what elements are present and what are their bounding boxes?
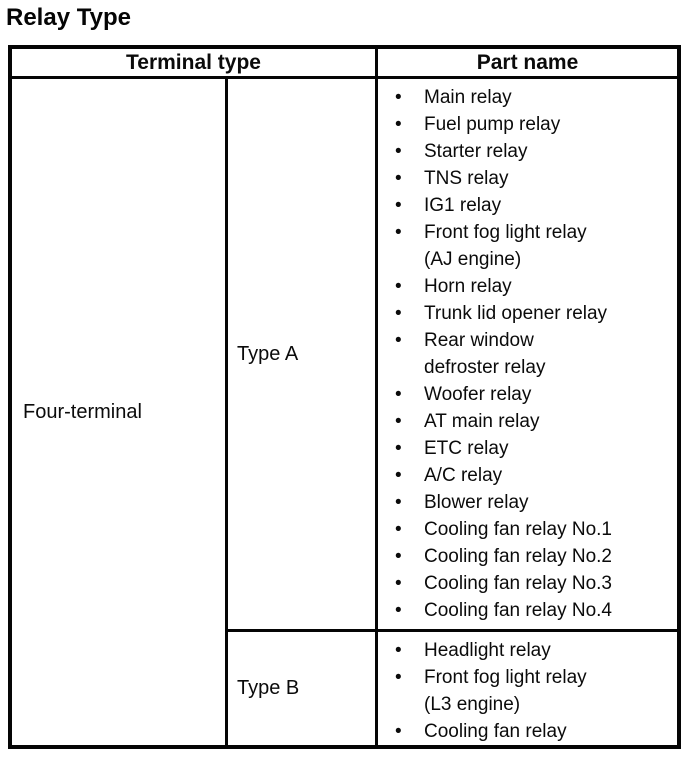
bullet-icon: • — [395, 492, 402, 513]
cell-type-a-label: Type A — [228, 79, 378, 629]
bullet-icon: • — [395, 87, 402, 108]
bullet-icon: • — [395, 384, 402, 405]
part-list-item: • Fuel pump relay — [395, 111, 673, 138]
bullet-icon: • — [395, 303, 402, 324]
part-list-item: • Front fog light relay (L3 engine) — [395, 664, 673, 718]
part-name-text: AT main relay — [424, 411, 540, 432]
bullet-icon: • — [395, 330, 402, 351]
part-name-text: Cooling fan relay No.4 — [424, 600, 612, 621]
column-header-part-name: Part name — [476, 50, 579, 74]
part-list-item: • Headlight relay — [395, 637, 673, 664]
part-list-item: • ETC relay — [395, 435, 673, 462]
bullet-icon: • — [395, 411, 402, 432]
part-name-text: Rear window defroster relay — [424, 330, 546, 378]
part-name-text: Blower relay — [424, 492, 529, 513]
part-list-item: • Horn relay — [395, 273, 673, 300]
column-header-terminal-type: Terminal type — [12, 49, 378, 76]
part-list-item: • IG1 relay — [395, 192, 673, 219]
part-name-text: Trunk lid opener relay — [424, 303, 608, 324]
bullet-icon: • — [395, 721, 402, 742]
part-name-text: Cooling fan relay — [424, 721, 567, 742]
cell-terminal-group-four-terminal: Four-terminal — [12, 79, 228, 745]
bullet-icon: • — [395, 640, 402, 661]
part-list-item: • Rear window defroster relay — [395, 327, 673, 381]
cell-parts-type-a: • Main relay • Fuel pump relay • Starter rela… — [378, 79, 677, 629]
part-list-item: • Cooling fan relay No.1 — [395, 516, 673, 543]
part-name-text: A/C relay — [424, 465, 503, 486]
bullet-icon: • — [395, 465, 402, 486]
bullet-icon: • — [395, 141, 402, 162]
part-name-text: Woofer relay — [424, 384, 532, 405]
part-list-item: • AT main relay — [395, 408, 673, 435]
part-list-item: • Cooling fan relay No.3 — [395, 570, 673, 597]
bullet-icon: • — [395, 546, 402, 567]
part-list-item: • Blower relay — [395, 489, 673, 516]
part-list-item: • Cooling fan relay — [395, 718, 673, 745]
bullet-icon: • — [395, 276, 402, 297]
part-name-text: TNS relay — [424, 168, 509, 189]
part-list-item: • Cooling fan relay No.2 — [395, 543, 673, 570]
part-list-item: • Starter relay — [395, 138, 673, 165]
part-name-text: Main relay — [424, 87, 512, 108]
bullet-icon: • — [395, 195, 402, 216]
bullet-icon: • — [395, 600, 402, 621]
cell-type-b-label: Type B — [228, 629, 378, 745]
part-name-text: ETC relay — [424, 438, 509, 459]
bullet-icon: • — [395, 168, 402, 189]
table-body: Four-terminal Type A • Main relay • Fuel pu… — [12, 79, 677, 745]
table-header-row: Terminal type Part name — [12, 49, 677, 79]
part-list-item: • Main relay — [395, 84, 673, 111]
bullet-icon: • — [395, 114, 402, 135]
bullet-icon: • — [395, 222, 402, 243]
part-list-item: • TNS relay — [395, 165, 673, 192]
part-name-text: Fuel pump relay — [424, 114, 561, 135]
page-title: Relay Type — [6, 4, 131, 31]
part-name-text: Front fog light relay (AJ engine) — [424, 222, 587, 270]
part-list-item: • Woofer relay — [395, 381, 673, 408]
part-list-item: • Cooling fan relay No.4 — [395, 597, 673, 624]
part-name-text: Cooling fan relay No.2 — [424, 546, 612, 567]
bullet-icon: • — [395, 438, 402, 459]
part-name-text: Cooling fan relay No.3 — [424, 573, 612, 594]
part-name-text: Starter relay — [424, 141, 528, 162]
part-list-item: • Front fog light relay (AJ engine) — [395, 219, 673, 273]
part-name-text: IG1 relay — [424, 195, 502, 216]
cell-parts-type-b: • Headlight relay • Front fog light relay (… — [378, 629, 677, 745]
bullet-icon: • — [395, 667, 402, 688]
part-name-text: Headlight relay — [424, 640, 551, 661]
part-name-text: Cooling fan relay No.1 — [424, 519, 612, 540]
part-name-text: Front fog light relay (L3 engine) — [424, 667, 587, 715]
part-name-text: Horn relay — [424, 276, 512, 297]
relay-type-table: Terminal type Part name Four-terminal Ty… — [8, 45, 681, 749]
bullet-icon: • — [395, 573, 402, 594]
part-list-item: • Trunk lid opener relay — [395, 300, 673, 327]
bullet-icon: • — [395, 519, 402, 540]
part-list-item: • A/C relay — [395, 462, 673, 489]
